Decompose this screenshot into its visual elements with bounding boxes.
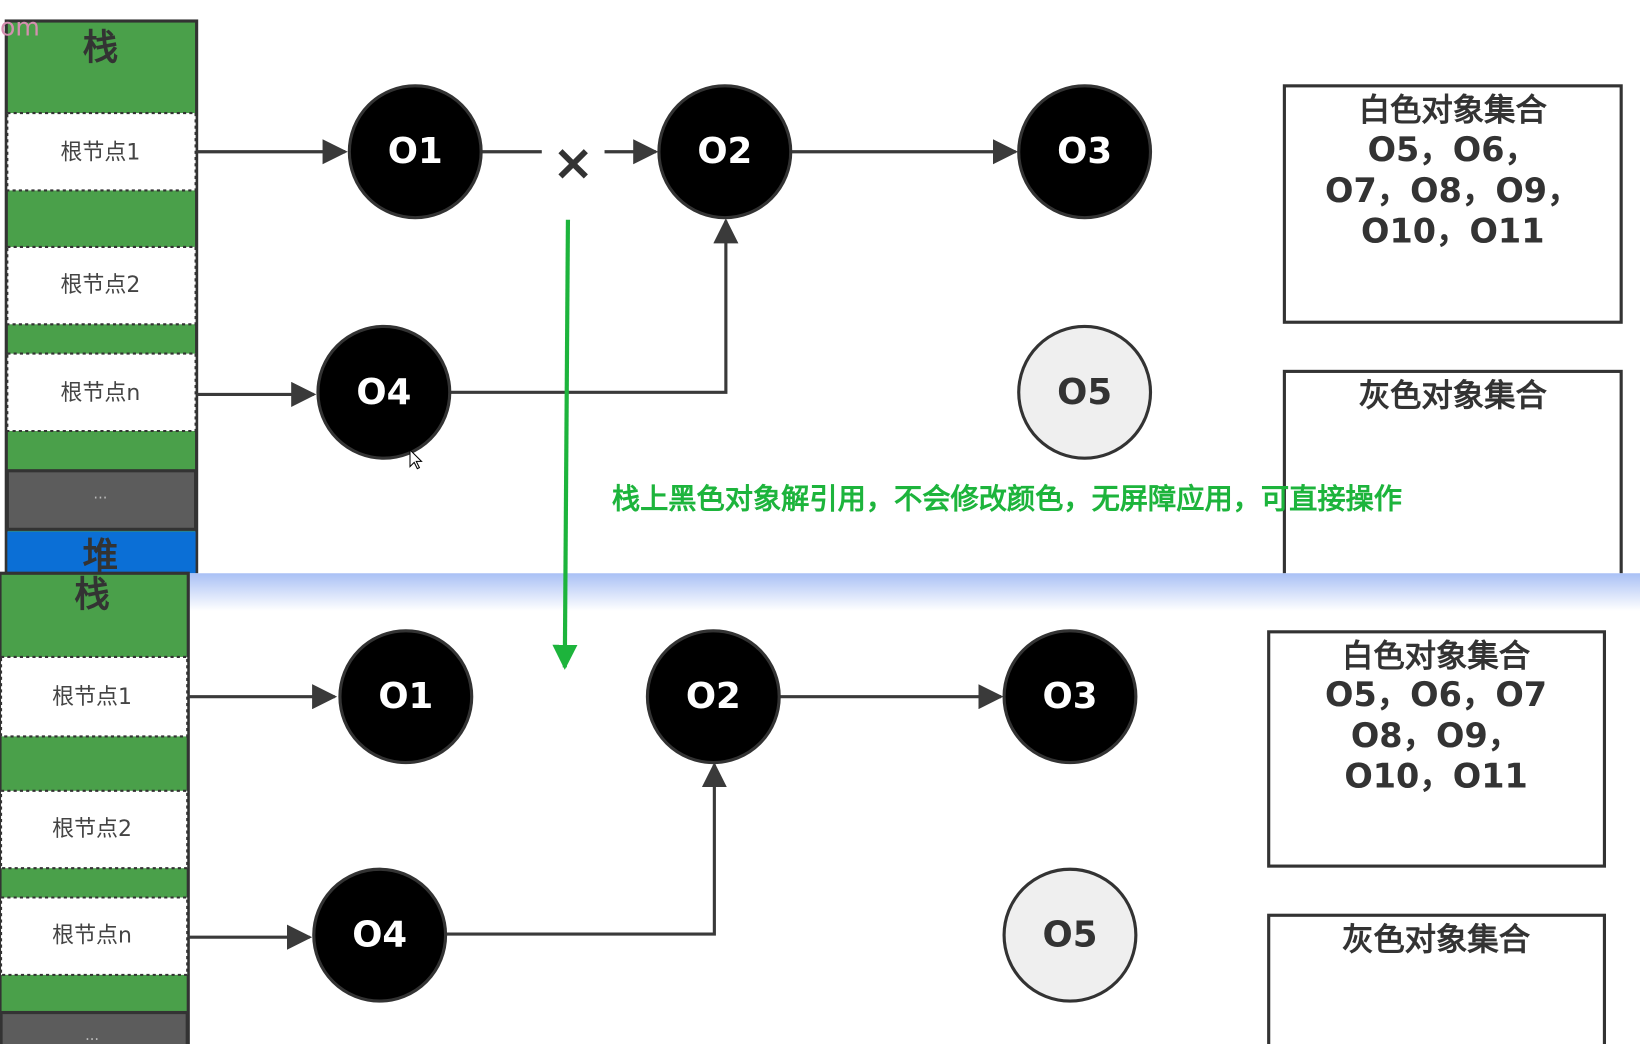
root-slot xyxy=(0,789,189,870)
node-o4 xyxy=(312,867,448,1003)
root-slot xyxy=(0,896,189,976)
root-label-1: 根节点1 xyxy=(60,140,140,165)
annotation-note: 栈上黑色对象解引用，不会修改颜色，无屏障应用，可直接操作 xyxy=(612,482,1402,515)
ellipsis-block xyxy=(5,469,198,531)
node-o2-label: O2 xyxy=(686,676,741,717)
cut-icon: × xyxy=(552,133,594,192)
node-o3-label: O3 xyxy=(1042,676,1097,717)
gray-set-box xyxy=(1282,369,1623,593)
node-o3 xyxy=(1017,84,1153,220)
node-o5 xyxy=(1002,867,1138,1003)
ellipsis-text: ... xyxy=(85,1027,99,1044)
root-label-n: 根节点n xyxy=(52,924,132,949)
node-o2 xyxy=(657,84,793,220)
stack-title: 栈 xyxy=(83,28,119,69)
node-o4-label: O4 xyxy=(352,915,407,956)
white-set-title: 白色对象集合 xyxy=(1359,92,1548,128)
stack-column: 栈 根节点1 根节点2 根节点n ... xyxy=(0,571,190,1044)
white-set-title: 白色对象集合 xyxy=(1342,638,1531,674)
root-slot xyxy=(6,245,197,326)
edge-o4-o2 xyxy=(449,218,739,394)
root-label-2: 根节点2 xyxy=(60,273,140,298)
ellipsis-text: ... xyxy=(93,485,107,502)
white-set-line: O10，O11 xyxy=(1361,212,1544,251)
root-slot xyxy=(6,111,197,192)
stack-title: 栈 xyxy=(74,575,110,616)
transition-arrow xyxy=(552,219,578,670)
node-o3 xyxy=(1002,629,1138,765)
white-set-line: O7，O8，O9， xyxy=(1325,171,1581,210)
node-o4-label: O4 xyxy=(356,372,411,413)
bottom-panel: 栈 根节点1 根节点2 根节点n ... O1 O2 O3 O4 O5 白色对象… xyxy=(0,571,1640,1044)
white-set-line: O5，O6，O7 xyxy=(1325,675,1547,714)
heap-block xyxy=(7,531,196,576)
gray-set-title: 灰色对象集合 xyxy=(1342,922,1531,958)
white-set-box xyxy=(1282,84,1623,324)
node-o5-label: O5 xyxy=(1057,372,1112,413)
node-o5 xyxy=(1017,324,1153,460)
node-o1 xyxy=(347,84,483,220)
node-o5-label: O5 xyxy=(1042,915,1097,956)
white-set-line: O5，O6， xyxy=(1368,130,1538,169)
gray-set-title: 灰色对象集合 xyxy=(1359,378,1548,414)
root-slot xyxy=(0,655,189,738)
stack-column: 栈 根节点1 根节点2 根节点n ... 堆 xyxy=(4,19,199,577)
node-o1-label: O1 xyxy=(388,131,443,172)
edge-o4-o2 xyxy=(445,762,727,936)
panel-separator xyxy=(188,573,1640,611)
white-set-line: O8，O9， xyxy=(1351,716,1521,755)
white-set-line: O10，O11 xyxy=(1344,757,1527,796)
node-o1 xyxy=(338,629,474,765)
node-o1-label: O1 xyxy=(378,676,433,717)
root-label-n: 根节点n xyxy=(61,381,141,406)
cursor-icon xyxy=(409,448,423,470)
node-o2 xyxy=(645,629,781,765)
node-o2-label: O2 xyxy=(697,131,752,172)
node-o3-label: O3 xyxy=(1057,131,1112,172)
root-slot xyxy=(6,352,197,433)
root-label-2: 根节点2 xyxy=(52,817,132,842)
ellipsis-block xyxy=(0,1010,189,1044)
node-o4 xyxy=(316,324,452,460)
heap-title: 堆 xyxy=(83,536,119,577)
watermark-text: om xyxy=(0,13,40,42)
gray-set-box xyxy=(1267,913,1607,1044)
top-panel: 栈 根节点1 根节点2 根节点n ... 堆 om × O1 O2 O3 O4 xyxy=(0,13,1623,593)
root-label-1: 根节点1 xyxy=(52,685,132,710)
white-set-box xyxy=(1267,630,1607,868)
